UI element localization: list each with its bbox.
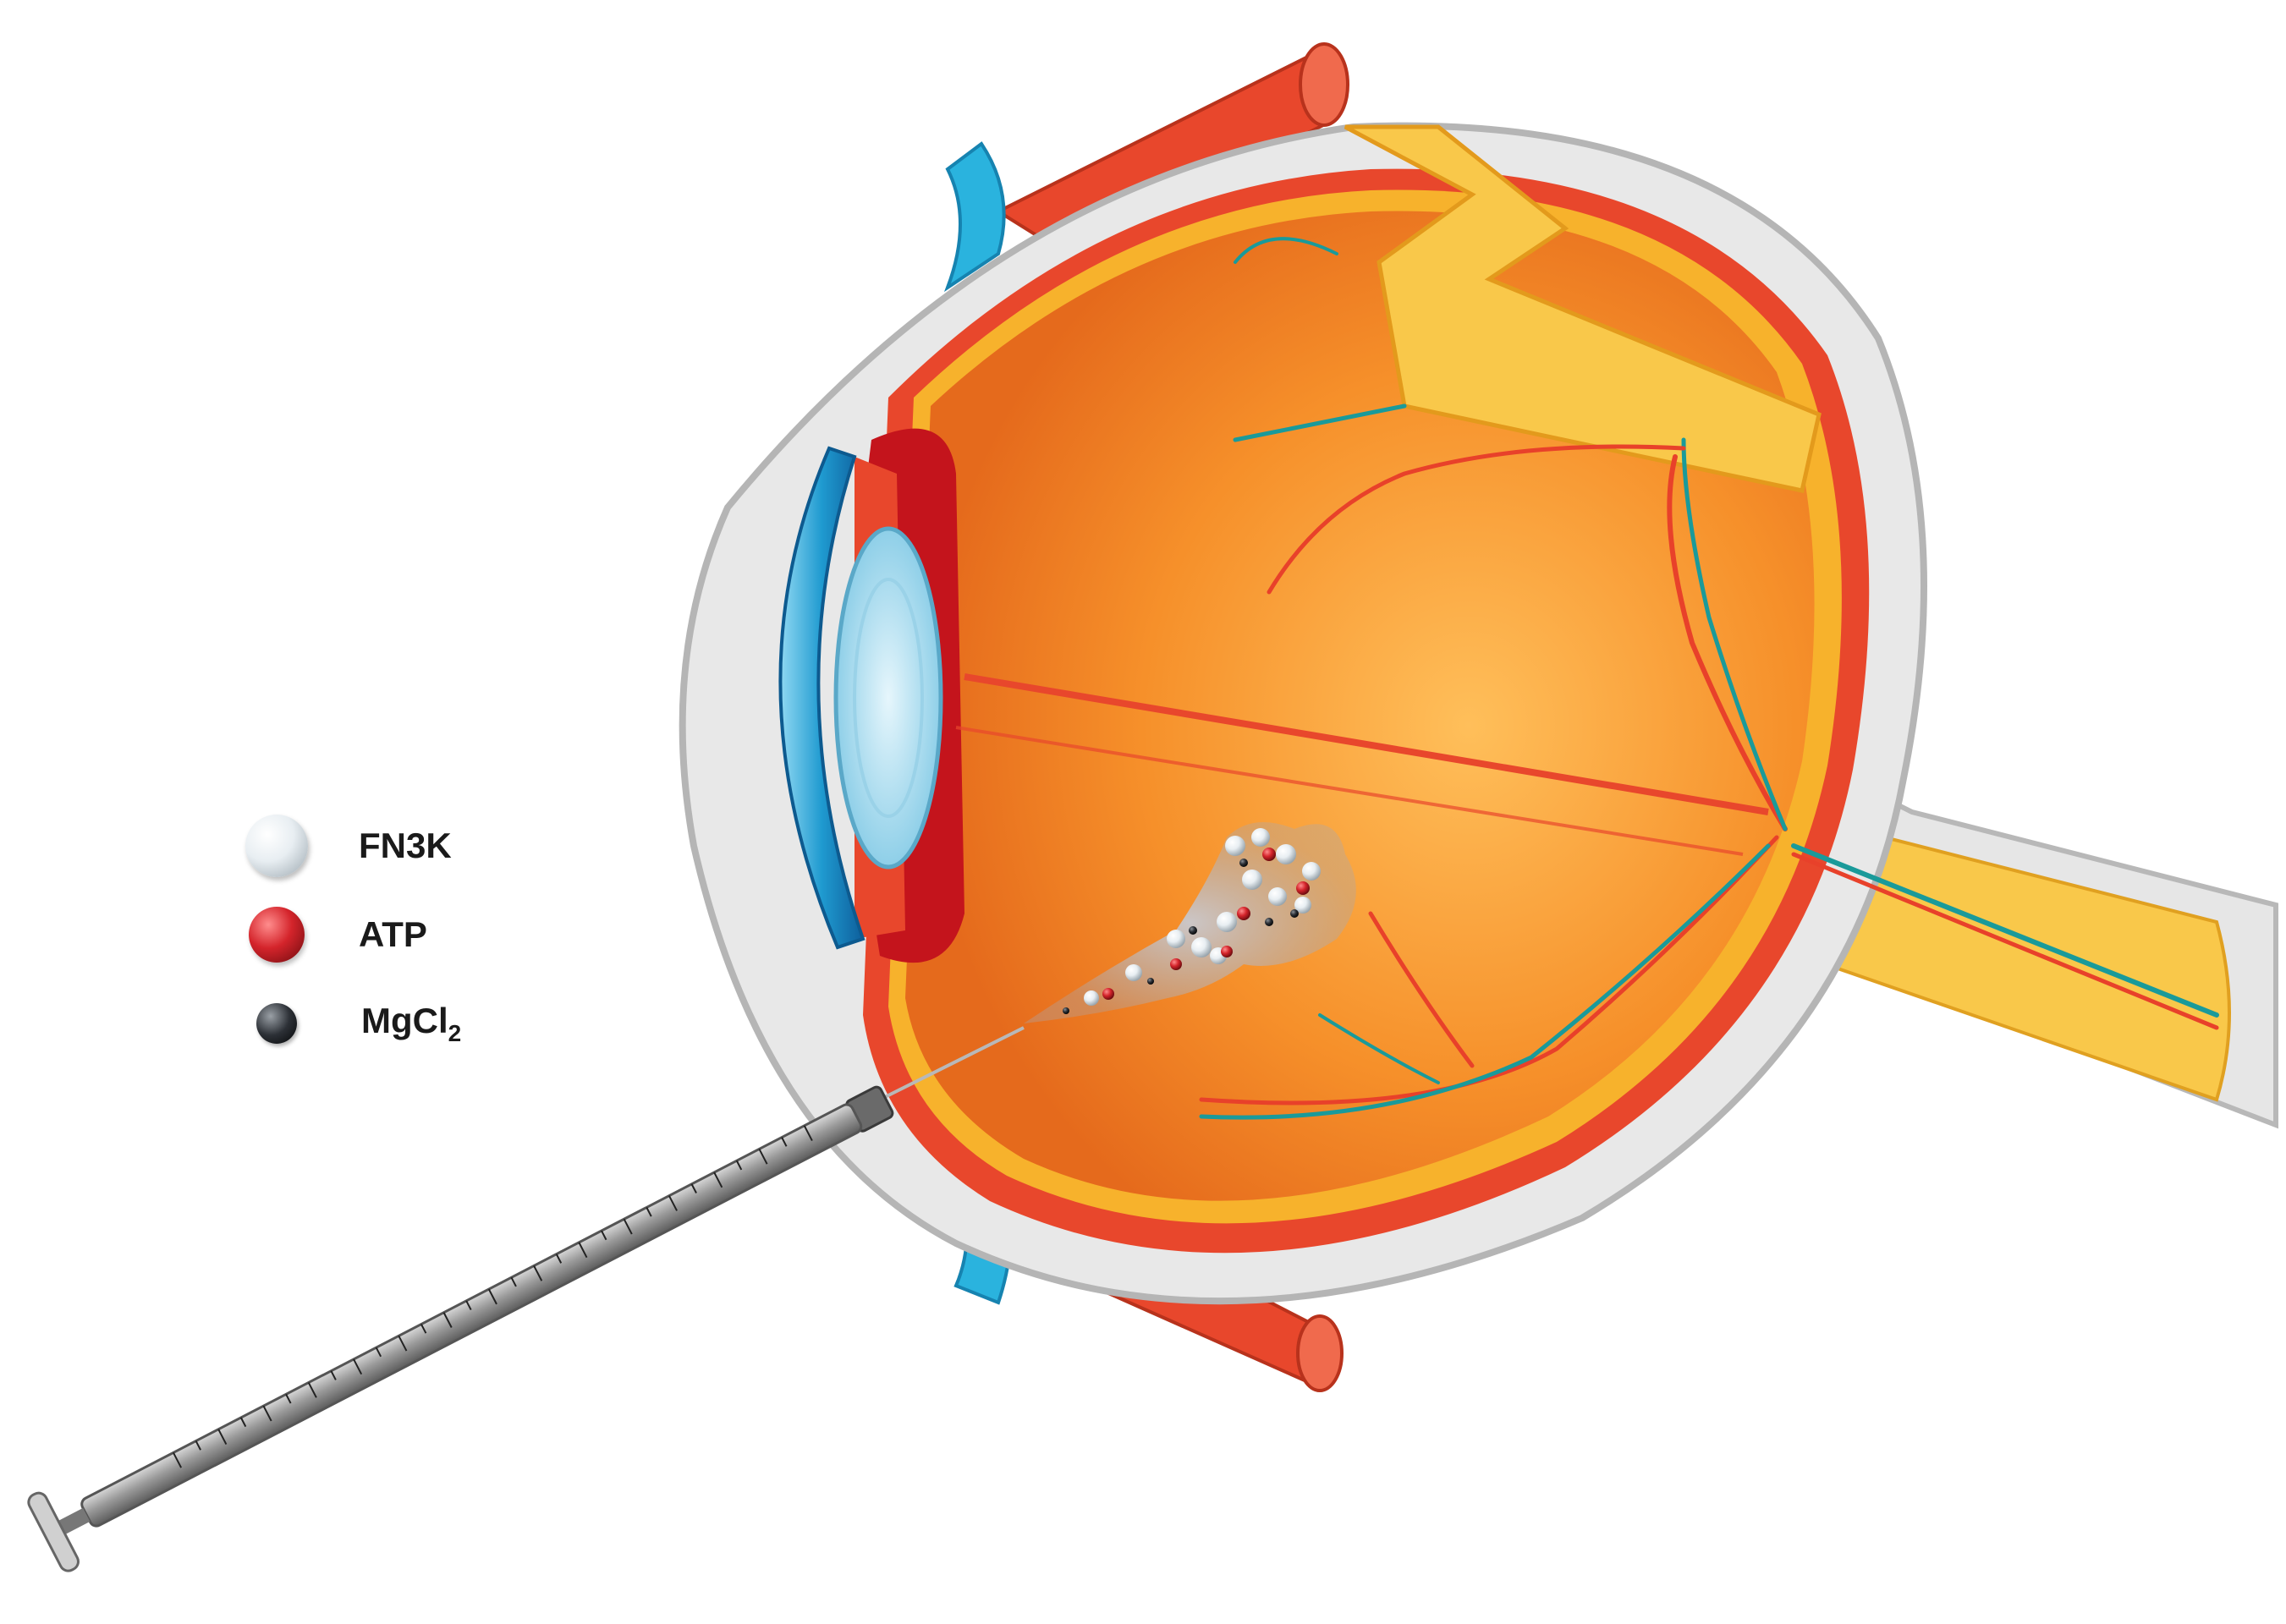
mgcl2-swatch-icon [256,1003,297,1044]
mgcl2-particle [1290,909,1299,918]
injected-particle-cloud [1024,822,1356,1023]
fn3k-particle [1268,887,1287,906]
fn3k-particle [1294,897,1311,914]
fn3k-particle [1225,836,1245,856]
legend-item-atp: ATP [245,901,427,968]
mgcl2-particle [1063,1007,1069,1014]
fn3k-particle [1125,964,1142,981]
cornea [778,446,865,950]
fn3k-particle [1167,930,1185,948]
atp-particle [1170,958,1182,970]
legend-label-atp: ATP [359,914,427,954]
fn3k-particle [1276,844,1296,864]
legend-item-fn3k: FN3K [245,812,452,880]
fn3k-swatch-icon [245,815,308,877]
mgcl2-particle [1239,859,1248,867]
retinal-vessels [1199,237,2219,1120]
legend-item-mgcl2: MgCl2 [245,990,461,1057]
fn3k-particle [1217,912,1237,932]
fn3k-particle [1251,828,1270,847]
mgcl2-particle [1189,926,1197,935]
lens [833,526,943,870]
legend-label-mgcl2: MgCl2 [361,1000,462,1046]
atp-particle [1262,848,1276,861]
mgcl2-particle [1147,978,1154,985]
mgcl2-particle [1265,918,1273,926]
vitreous-body [905,211,1815,1201]
fn3k-particle [1302,862,1321,881]
syringe-icon [27,1026,1025,1572]
fn3k-particle [1084,990,1099,1006]
superior-muscle [994,42,1349,256]
atp-particle [1296,881,1310,895]
fn3k-particle [1191,937,1212,957]
atp-swatch-icon [249,907,305,963]
fn3k-particle [1242,870,1262,890]
hyaloid-canal [964,673,1769,815]
upper-eyelid-tissue [943,141,1006,293]
cut-layer-wedge [1344,124,1822,493]
atp-particle [1102,988,1114,1000]
atp-particle [1237,907,1250,920]
atp-particle [1221,946,1233,957]
syringe-needle [879,1026,1025,1101]
legend-label-fn3k: FN3K [359,826,452,865]
